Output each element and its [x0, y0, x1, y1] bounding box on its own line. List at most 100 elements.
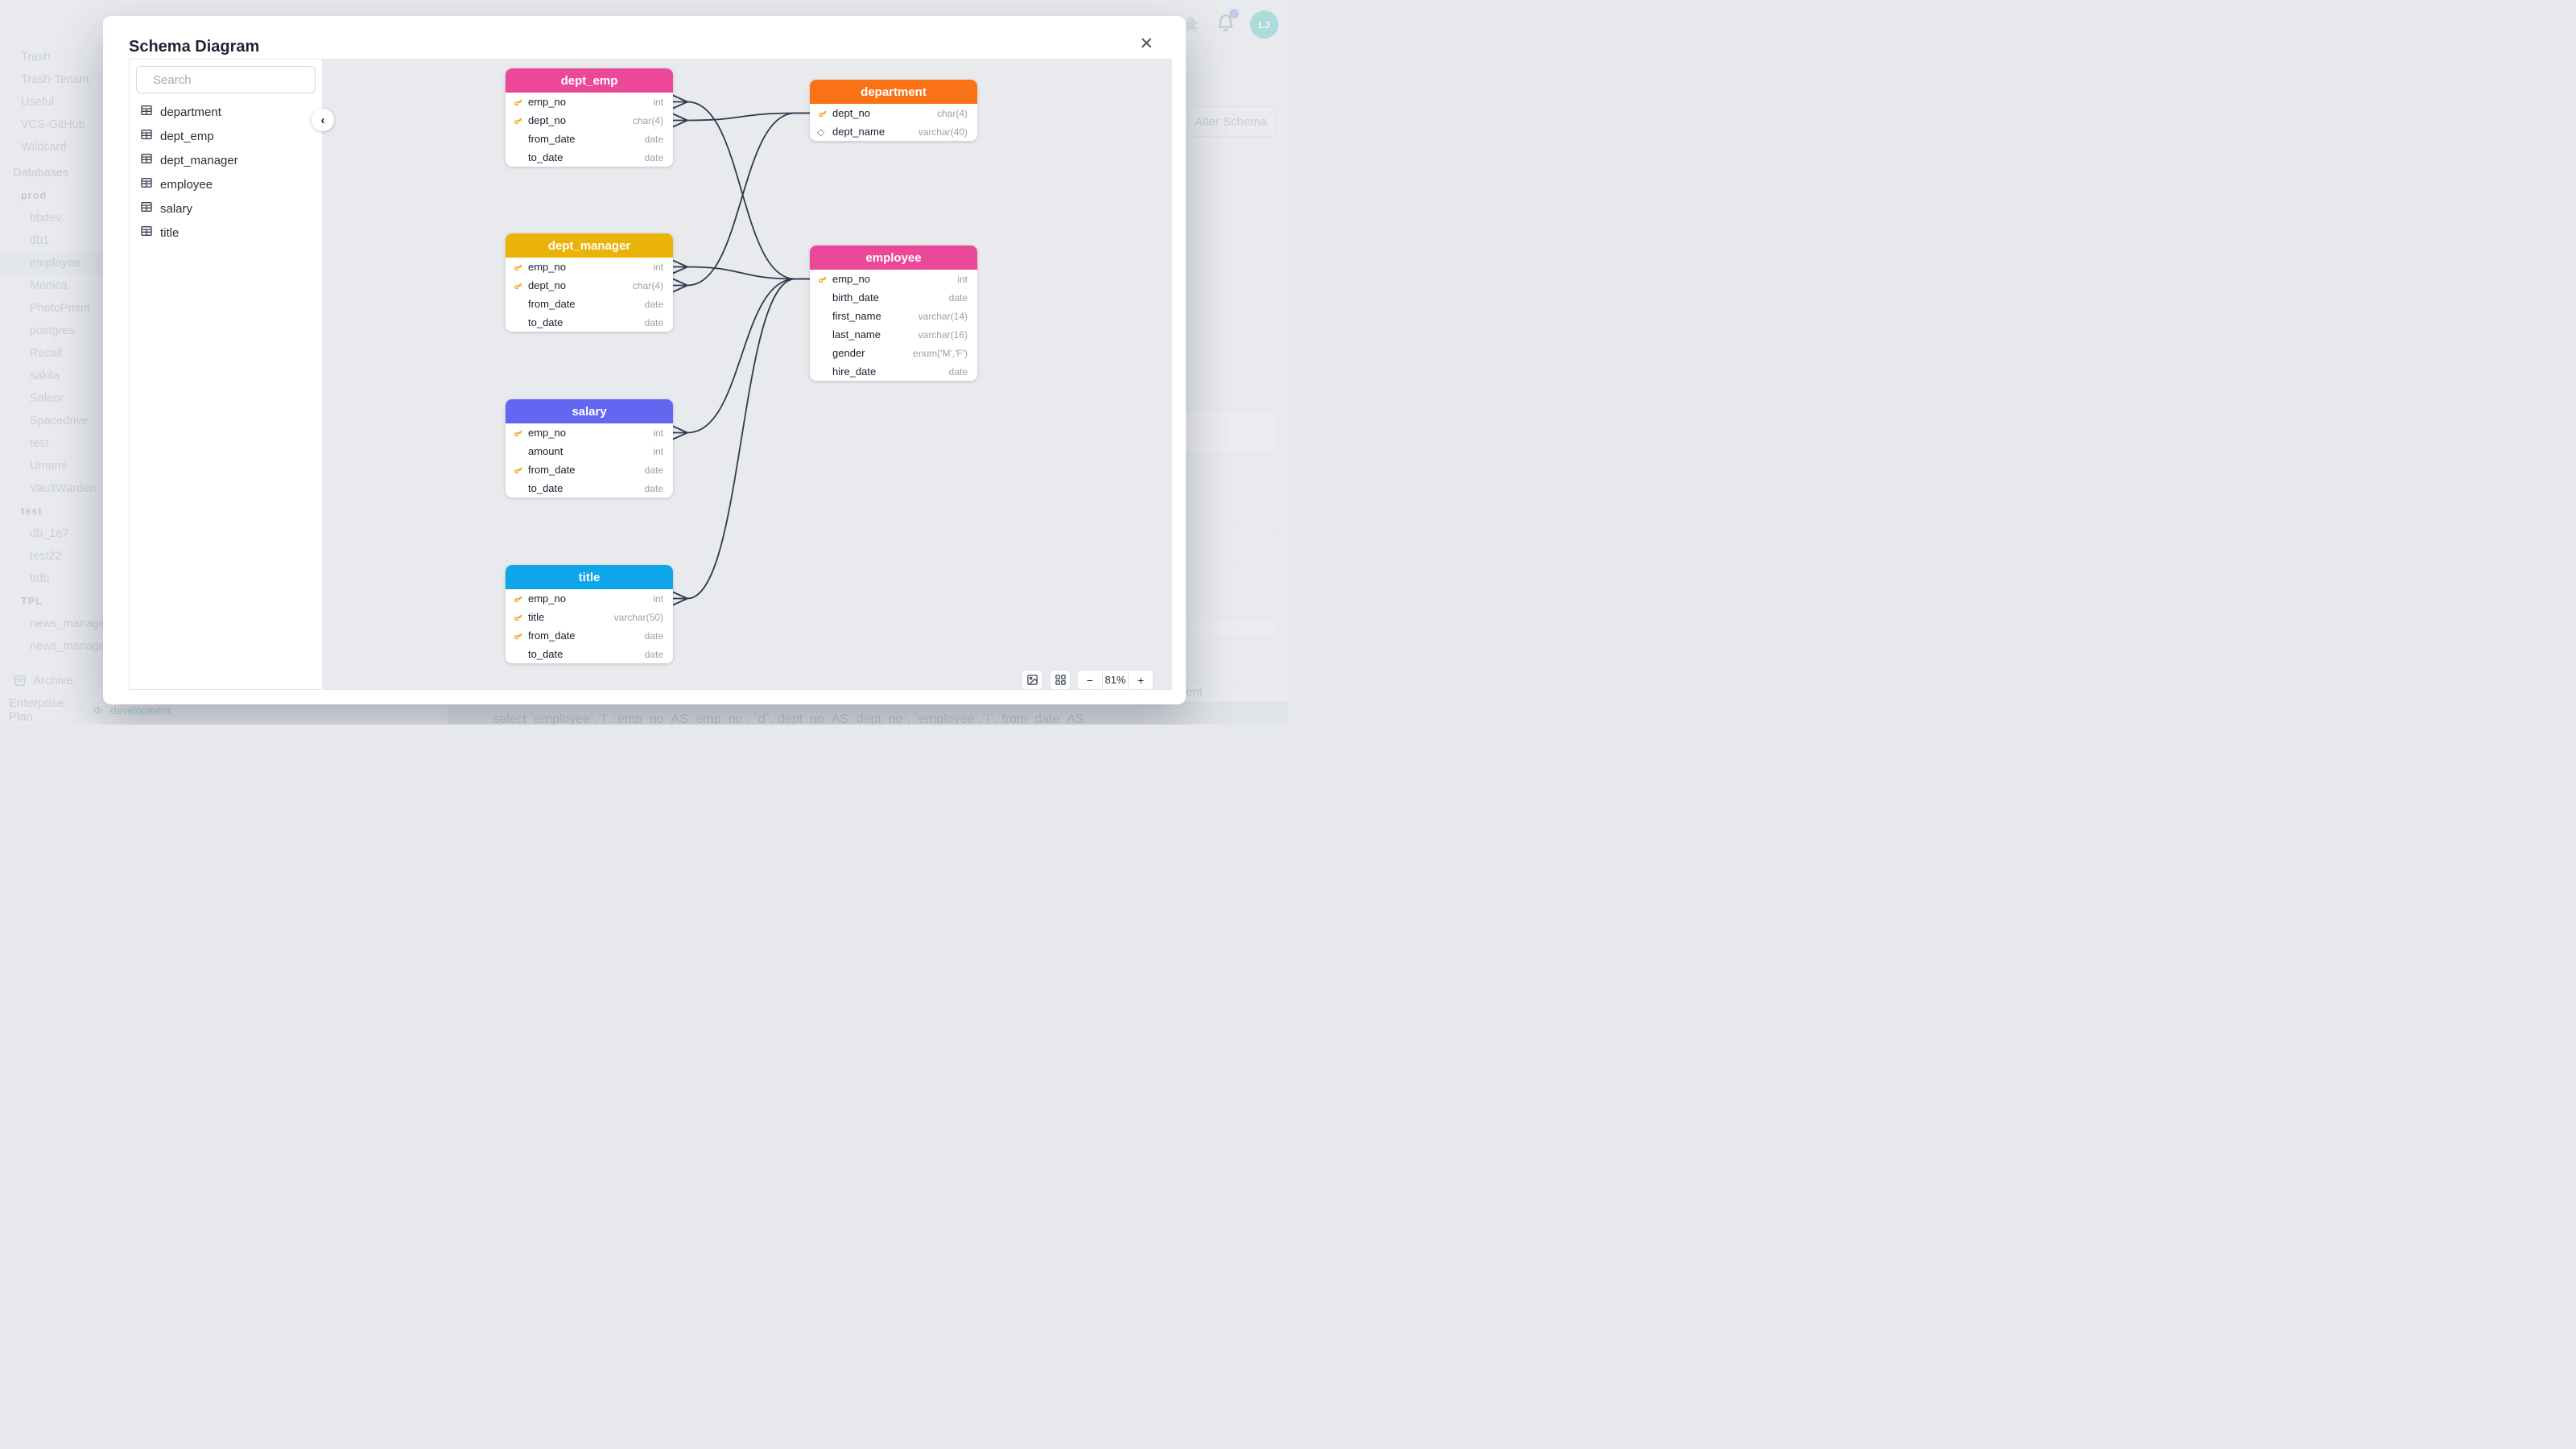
- entity-employee[interactable]: employee emp_no int birth_date date first_nam…: [810, 246, 977, 381]
- field-name: gender: [832, 347, 865, 359]
- entity-header[interactable]: salary: [506, 399, 673, 423]
- table-icon: [140, 225, 153, 241]
- field-name: to_date: [528, 151, 564, 163]
- collapse-panel-button[interactable]: ‹: [312, 109, 334, 131]
- entity-field-dept_no: dept_no char(4): [506, 276, 673, 295]
- field-name: first_name: [832, 310, 881, 322]
- field-type: int: [957, 273, 968, 285]
- field-type: date: [644, 298, 663, 310]
- field-name: amount: [528, 445, 564, 457]
- field-type: char(4): [632, 279, 663, 291]
- field-name: dept_no: [528, 279, 566, 291]
- field-name: to_date: [528, 482, 564, 494]
- image-icon: [1026, 675, 1038, 685]
- entity-field-dept_no: dept_no char(4): [506, 111, 673, 130]
- key-icon: [513, 427, 528, 439]
- field-name: from_date: [528, 464, 576, 476]
- entity-field-emp_no: emp_no int: [506, 93, 673, 111]
- field-type: char(4): [632, 114, 663, 126]
- field-name: last_name: [832, 328, 881, 341]
- field-name: birth_date: [832, 291, 879, 303]
- field-name: dept_no: [528, 114, 566, 126]
- search-box: [136, 66, 316, 93]
- field-name: from_date: [528, 630, 576, 642]
- table-list-item-dept_manager[interactable]: dept_manager: [130, 148, 322, 172]
- table-icon: [140, 128, 153, 144]
- zoom-in-button[interactable]: +: [1137, 673, 1145, 687]
- field-type: date: [948, 291, 968, 303]
- entity-header[interactable]: employee: [810, 246, 977, 270]
- field-name: dept_no: [832, 107, 870, 119]
- zoom-controls: − 81% +: [1077, 670, 1154, 689]
- entity-field-emp_no: emp_no int: [506, 423, 673, 442]
- table-list-label: department: [160, 105, 221, 119]
- key-icon: [513, 115, 528, 126]
- zoom-out-button[interactable]: −: [1086, 673, 1093, 687]
- field-type: date: [644, 133, 663, 145]
- table-list-item-employee[interactable]: employee: [130, 172, 322, 196]
- field-type: date: [644, 151, 663, 163]
- auto-layout-button[interactable]: [1050, 670, 1071, 689]
- table-list-item-salary[interactable]: salary: [130, 196, 322, 221]
- screen: TrashTrash-TenantUsefulVCS-GitHubWildcar…: [0, 0, 1288, 724]
- field-type: date: [644, 648, 663, 660]
- key-icon: [513, 464, 528, 476]
- field-name: emp_no: [528, 96, 566, 108]
- field-name: emp_no: [528, 427, 566, 439]
- chevron-left-icon: ‹: [320, 113, 325, 127]
- field-name: emp_no: [528, 592, 566, 605]
- key-icon: [513, 262, 528, 273]
- entity-field-amount: amount int: [506, 442, 673, 460]
- table-list-item-department[interactable]: department: [130, 100, 322, 124]
- table-list-label: dept_manager: [160, 153, 238, 167]
- field-type: varchar(50): [613, 611, 663, 623]
- table-icon: [140, 176, 153, 192]
- table-list-label: dept_emp: [160, 129, 214, 143]
- relationship-edge-dept_emp-employee: [672, 94, 811, 280]
- field-type: varchar(40): [918, 126, 968, 138]
- export-image-button[interactable]: [1022, 670, 1042, 689]
- entity-header[interactable]: department: [810, 80, 977, 104]
- diamond-icon: ◇: [817, 126, 825, 138]
- relationship-edge-salary-employee: [672, 278, 811, 440]
- entity-header[interactable]: dept_emp: [506, 68, 673, 93]
- entity-field-emp_no: emp_no int: [810, 270, 977, 288]
- field-type: int: [653, 427, 663, 439]
- field-type: int: [653, 96, 663, 108]
- key-icon: [513, 630, 528, 642]
- close-icon[interactable]: ✕: [1139, 35, 1154, 53]
- search-input[interactable]: [151, 72, 315, 88]
- schema-diagram-modal: Schema Diagram ✕ department dept_emp dept_…: [103, 16, 1186, 704]
- entity-dept_emp[interactable]: dept_emp emp_no int dept_no char(4) from_date…: [506, 68, 673, 167]
- modal-body: department dept_emp dept_manager employee sa…: [129, 59, 1172, 690]
- table-list-label: employee: [160, 177, 213, 192]
- entity-header[interactable]: title: [506, 565, 673, 589]
- zoom-level: 81%: [1101, 671, 1129, 689]
- field-name: from_date: [528, 133, 576, 145]
- field-name: emp_no: [832, 273, 870, 285]
- field-type: int: [653, 445, 663, 457]
- key-icon: [817, 108, 832, 119]
- entity-header[interactable]: dept_manager: [506, 233, 673, 258]
- field-type: varchar(14): [918, 310, 968, 322]
- table-list-item-dept_emp[interactable]: dept_emp: [130, 124, 322, 148]
- relationship-edge-dept_emp-department: [672, 112, 811, 128]
- key-icon: [817, 274, 832, 285]
- modal-title: Schema Diagram: [129, 38, 260, 56]
- modal-table-list: department dept_emp dept_manager employee sa…: [130, 100, 322, 245]
- table-list-item-title[interactable]: title: [130, 221, 322, 245]
- key-icon: [513, 97, 528, 108]
- table-icon: [140, 104, 153, 120]
